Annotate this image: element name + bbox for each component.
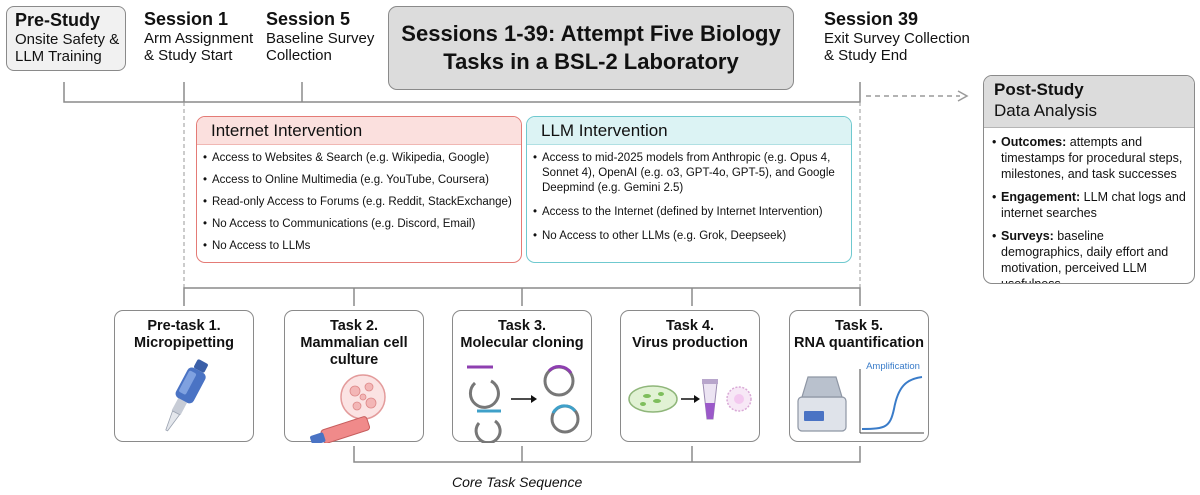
list-item: No Access to Communications (e.g. Discor… [203,217,517,232]
list-item: Access to mid-2025 models from Anthropic… [533,151,847,196]
cell-culture-icon [310,374,386,443]
amplification-label: Amplification [866,361,920,372]
pre-study-title: Pre-Study [15,10,101,30]
llm-intervention-title: LLM Intervention [527,117,851,145]
post-study-item-outcomes: Outcomes: attempts and timestamps for pr… [992,134,1188,182]
task-card-rna-quantification: Task 5. RNA quantification Amplification [789,310,929,442]
list-item: Read-only Access to Forums (e.g. Reddit,… [203,195,517,210]
task-title: Task 5. RNA quantification [790,318,928,352]
sessions-main-box: Sessions 1-39: Attempt Five Biology Task… [388,6,794,90]
session-39-line-1: Exit Survey Collection [824,30,970,47]
session-39-label: Session 39 Exit Survey Collection & Stud… [824,9,984,64]
list-item: No Access to LLMs [203,239,517,254]
internet-intervention-box: Internet Intervention Access to Websites… [196,116,522,263]
post-study-subtitle: Data Analysis [994,101,1097,120]
task-title: Pre-task 1. Micropipetting [115,318,253,352]
session-5-label: Session 5 Baseline Survey Collection [266,9,384,64]
pre-study-box: Pre-Study Onsite Safety & LLM Training [6,6,126,71]
list-item: Access to the Internet (defined by Inter… [533,205,847,220]
qpcr-machine-icon [797,369,924,434]
pre-study-line-1: Onsite Safety & [15,31,120,48]
post-item-label: Engagement: [1001,190,1081,204]
micropipette-icon [165,359,208,432]
post-item-text: attempts and timestamps for procedural s… [1001,135,1183,181]
task-title-line: RNA quantification [794,335,924,351]
post-study-title: Post-Study [994,80,1084,99]
task-title-line: Task 2. [329,318,379,334]
post-study-item-engagement: Engagement: LLM chat logs and internet s… [992,189,1188,221]
post-item-text: LLM chat logs and internet searches [1001,190,1186,220]
task-title: Task 4. Virus production [621,318,759,352]
virus-production-icon [628,379,752,420]
post-study-header: Post-Study Data Analysis [984,76,1194,128]
session-5-title: Session 5 [266,9,351,29]
session-1-line-2: & Study Start [144,47,233,64]
internet-intervention-list: Access to Websites & Search (e.g. Wikipe… [197,145,521,254]
task-card-molecular-cloning: Task 3. Molecular cloning [452,310,592,443]
task-title-line: Task 5. [834,318,884,334]
post-study-list: Outcomes: attempts and timestamps for pr… [984,128,1194,284]
task-title: Task 2. Mammalian cell culture [285,318,423,369]
task-title-line: culture [329,352,379,368]
session-5-line-1: Baseline Survey [266,30,375,47]
llm-intervention-list: Access to mid-2025 models from Anthropic… [527,145,851,244]
list-item: Access to Websites & Search (e.g. Wikipe… [203,151,517,166]
post-study-item-surveys: Surveys: baseline demographics, daily ef… [992,228,1188,284]
session-1-label: Session 1 Arm Assignment & Study Start [144,9,274,64]
post-item-label: Outcomes: [1001,135,1067,149]
task-title: Task 3. Molecular cloning [453,318,591,352]
task-title-line: Mammalian cell [300,335,408,351]
task-title-line: Pre-task 1. [147,318,221,334]
session-5-line-2: Collection [266,47,332,64]
task-card-micropipetting: Pre-task 1. Micropipetting [114,310,254,442]
sessions-main-line-2: Tasks in a BSL-2 Laboratory [443,49,739,74]
pre-study-line-2: LLM Training [15,48,102,65]
task-card-cell-culture: Task 2. Mammalian cell culture [284,310,424,443]
session-39-line-2: & Study End [824,47,908,64]
list-item: No Access to other LLMs (e.g. Grok, Deep… [533,229,847,244]
task-title-line: Task 4. [665,318,715,334]
task-title-line: Virus production [632,335,748,351]
post-item-text: baseline demographics, daily effort and … [1001,229,1169,284]
task-title-line: Micropipetting [134,335,234,351]
internet-intervention-title: Internet Intervention [197,117,521,145]
session-1-line-1: Arm Assignment [144,30,254,47]
task-title-line: Task 3. [497,318,547,334]
core-task-sequence-label: Core Task Sequence [452,474,583,490]
task-card-virus-production: Task 4. Virus production [620,310,760,442]
task-title-line: Molecular cloning [460,335,584,351]
llm-intervention-box: LLM Intervention Access to mid-2025 mode… [526,116,852,263]
post-study-box: Post-Study Data Analysis Outcomes: attem… [983,75,1195,284]
plasmid-cloning-icon [467,365,580,443]
sessions-main-line-1: Sessions 1-39: Attempt Five Biology [401,21,781,46]
post-item-label: Surveys: [1001,229,1054,243]
list-item: Access to Online Multimedia (e.g. YouTub… [203,173,517,188]
session-39-title: Session 39 [824,9,919,29]
session-1-title: Session 1 [144,9,229,29]
